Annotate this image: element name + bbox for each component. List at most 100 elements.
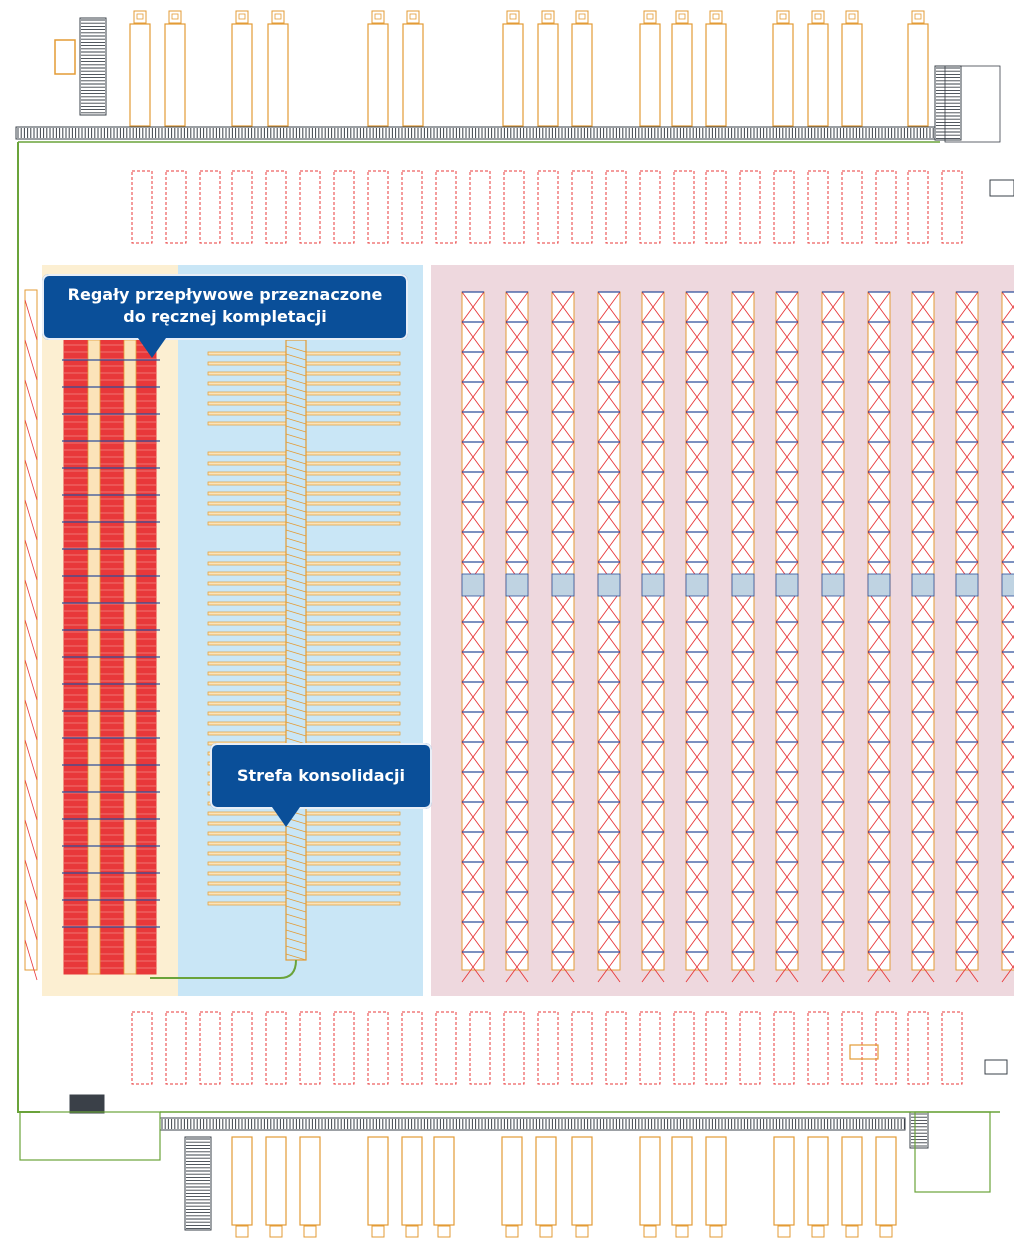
rack-brace: [505, 711, 529, 743]
dock-lane: [772, 23, 794, 127]
rack-brace: [867, 501, 891, 533]
wall-rack-brace: [24, 499, 38, 541]
rack-brace: [955, 471, 979, 503]
sorter-chute: [285, 433, 307, 441]
consolidation-shelf: [305, 691, 401, 696]
dock-door-panel: [274, 13, 282, 20]
sorter-chute: [285, 617, 307, 625]
rack-brace: [911, 741, 935, 773]
sorter-chute: [285, 689, 307, 697]
rack-cross-aisle: [1001, 573, 1014, 597]
staging-area: [435, 1011, 457, 1085]
rack-brace: [551, 531, 575, 563]
dock-door: [505, 1225, 519, 1238]
rack-brace: [641, 351, 665, 383]
flow-racks-callout: Regały przepływowe przeznaczone do ręczn…: [42, 274, 408, 358]
dock-door: [675, 10, 689, 24]
rack-brace: [461, 531, 485, 563]
charging-station: [849, 1044, 879, 1060]
rack-brace: [685, 891, 709, 923]
rack-brace: [597, 351, 621, 383]
rack-brace: [775, 801, 799, 833]
consolidation-shelf: [207, 411, 287, 416]
staging-area: [231, 170, 253, 244]
rack-brace: [461, 351, 485, 383]
bottom-dock-lanes: [231, 1136, 897, 1238]
sorter-chute: [285, 873, 307, 881]
rack-brace: [821, 741, 845, 773]
flow-racks-label-line1: Regały przepływowe przeznaczone: [67, 285, 383, 304]
callout-pointer: [138, 338, 166, 358]
conveyor-lines: [15, 17, 962, 1231]
dock-door: [168, 10, 182, 24]
dock-lane: [807, 1136, 829, 1226]
rack-brace: [597, 441, 621, 473]
rack-brace: [867, 591, 891, 623]
staging-area: [705, 1011, 727, 1085]
rack-cross-aisle: [551, 573, 575, 597]
rack-brace: [641, 831, 665, 863]
consolidation-shelf: [305, 421, 401, 426]
rack-brace: [461, 771, 485, 803]
rack-brace: [731, 531, 755, 563]
sorter-chute: [285, 905, 307, 913]
rack-brace: [775, 921, 799, 953]
sorter-chute: [285, 841, 307, 849]
rack-brace: [597, 861, 621, 893]
callout-pointer: [272, 807, 300, 827]
staging-area: [907, 1011, 929, 1085]
rack-brace: [1001, 484, 1014, 503]
rack-brace: [731, 591, 755, 623]
rack-brace: [867, 741, 891, 773]
dock-lane: [164, 23, 186, 127]
rack-brace: [597, 291, 621, 323]
rack-brace: [955, 531, 979, 563]
rack-brace: [641, 591, 665, 623]
rack-brace: [1001, 424, 1014, 443]
dock-lane: [501, 1136, 523, 1226]
rack-brace: [731, 771, 755, 803]
rack-brace: [461, 651, 485, 683]
rack-brace: [775, 891, 799, 923]
rack-brace: [867, 321, 891, 353]
rack-brace: [1001, 934, 1014, 953]
rack-brace: [955, 951, 979, 983]
dock-lane: [705, 23, 727, 127]
sorter-chute: [285, 473, 307, 481]
consolidation-shelf: [305, 381, 401, 386]
rack-brace: [731, 351, 755, 383]
sorter-chute: [285, 945, 307, 953]
staging-area: [807, 170, 829, 244]
rack-brace: [505, 411, 529, 443]
rack-brace: [775, 591, 799, 623]
rack-brace: [731, 651, 755, 683]
rack-brace: [1001, 544, 1014, 563]
dock-lane: [705, 1136, 727, 1226]
rack-brace: [551, 921, 575, 953]
wall-rack-brace: [24, 819, 38, 861]
staging-area: [367, 170, 389, 244]
sorter-chute: [285, 505, 307, 513]
rack-brace: [731, 381, 755, 413]
rack-brace: [1001, 784, 1014, 803]
rack-brace: [911, 801, 935, 833]
staging-area: [673, 170, 695, 244]
rack-brace: [731, 831, 755, 863]
consolidation-shelf: [305, 351, 401, 356]
rack-brace: [461, 621, 485, 653]
consolidation-shelf: [305, 591, 401, 596]
rack-brace: [955, 291, 979, 323]
loading-station: [69, 1094, 105, 1114]
dock-office: [19, 1111, 161, 1161]
rack-brace: [775, 351, 799, 383]
consolidation-label: Strefa konsolidacji: [236, 766, 406, 785]
sorter-chute: [285, 849, 307, 857]
rack-brace: [911, 381, 935, 413]
sorter-chute: [285, 601, 307, 609]
rack-brace: [1001, 394, 1014, 413]
rack-brace: [641, 441, 665, 473]
rack-brace: [461, 801, 485, 833]
consolidation-shelf: [207, 641, 287, 646]
consolidation-shelf: [207, 651, 287, 656]
rack-brace: [955, 681, 979, 713]
